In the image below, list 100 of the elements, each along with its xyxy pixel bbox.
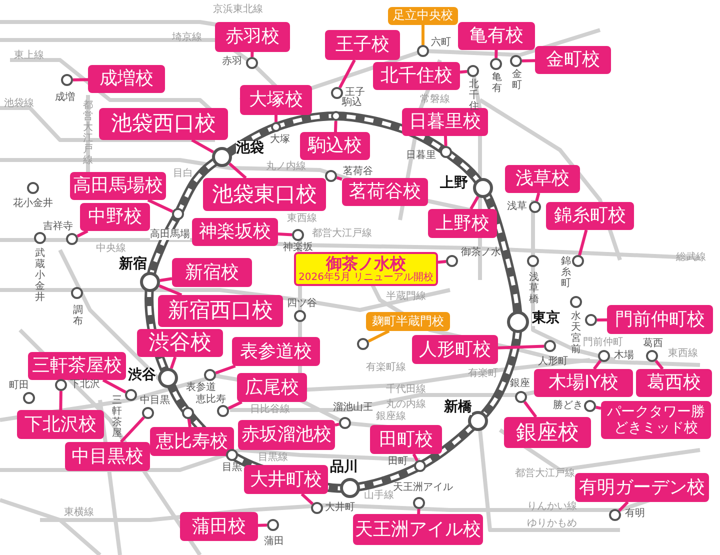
line-name: 東横線 <box>64 507 94 518</box>
station-name: 茗荷谷 <box>343 166 373 177</box>
line-name: 有楽町 <box>468 368 498 379</box>
station-name: 下北沢 <box>70 379 100 390</box>
major-station-marker <box>507 311 529 333</box>
station-name: 調布 <box>73 305 83 327</box>
school-label: 表参道校 <box>232 337 320 366</box>
school-label: 葛西校 <box>636 369 712 397</box>
line-name: 丸の内線 <box>386 399 426 410</box>
station-marker <box>217 405 229 417</box>
station-name: 三軒茶屋 <box>112 395 122 439</box>
station-marker <box>246 57 258 69</box>
school-label: 上野校 <box>428 209 497 238</box>
station-name: 亀有 <box>492 72 502 94</box>
school-label: 蒲田校 <box>180 512 258 541</box>
station-name: 新宿 <box>119 257 147 272</box>
station-marker <box>570 296 582 308</box>
station-marker <box>66 233 78 245</box>
station-marker <box>646 350 658 362</box>
school-label: 大塚校 <box>240 85 312 115</box>
line-name: 都営大江戸線 <box>83 100 93 166</box>
station-name: 木場 <box>614 350 634 361</box>
station-marker <box>544 340 556 352</box>
school-label: 渋谷校 <box>137 329 223 357</box>
school-label: 有明ガーデン校 <box>575 473 709 502</box>
station-marker <box>413 497 425 509</box>
line-name: 東西線 <box>287 213 317 224</box>
line-name: 目白 <box>173 168 193 179</box>
station-name: 渋谷 <box>128 368 156 384</box>
line-name: 有楽町線 <box>366 362 406 373</box>
station-marker <box>572 255 584 267</box>
school-label: 神楽坂校 <box>192 218 278 246</box>
station-name: 浅草橋 <box>529 272 539 305</box>
school-label: 錦糸町校 <box>546 202 634 230</box>
station-name: 神楽坂 <box>283 242 313 253</box>
line-name: 半蔵門線 <box>386 291 426 302</box>
station-marker <box>529 201 541 213</box>
line-name: 都営大江戸線 <box>515 468 575 479</box>
station-name: 王子 <box>345 87 365 98</box>
station-marker <box>292 229 304 241</box>
line-name: 都営大江戸線 <box>312 228 372 239</box>
line-name: 池袋線 <box>4 98 34 109</box>
school-label: 田町校 <box>370 425 442 454</box>
station-name: 水天宮前 <box>571 311 581 355</box>
station-marker <box>294 310 306 322</box>
station-name: 大井町 <box>325 502 355 513</box>
line-name: 門前仲町 <box>583 337 623 348</box>
school-label: 御茶ノ水校 2026年5月 リニューアル開校 <box>294 252 438 286</box>
station-name: 品川 <box>330 460 358 476</box>
station-name: 日暮里 <box>406 150 436 161</box>
school-label: 足立中央校 <box>388 7 458 25</box>
station-name: 錦糸町 <box>561 256 571 289</box>
station-name: 新橋 <box>444 400 472 416</box>
line-name: 常磐線 <box>420 94 450 105</box>
line-name: 高田馬場 <box>150 229 190 240</box>
station-name: 天王洲アイル <box>393 482 453 493</box>
station-marker <box>142 407 154 419</box>
station-name: 六町 <box>431 37 451 48</box>
school-label: 駒込校 <box>300 132 370 160</box>
station-marker <box>27 182 39 194</box>
station-marker <box>325 170 337 182</box>
station-marker <box>172 208 184 220</box>
station-marker <box>71 287 83 299</box>
school-label: 池袋東口校 <box>203 178 326 211</box>
station-name: 武蔵小金井 <box>35 248 45 303</box>
station-name: 恵比寿 <box>196 394 226 405</box>
school-label: 新宿校 <box>172 258 252 287</box>
station-marker <box>55 379 67 391</box>
station-marker <box>598 350 610 362</box>
station-name: 駒込 <box>342 97 362 108</box>
station-name: 中目黒 <box>140 395 170 406</box>
station-name: 蒲田 <box>264 536 284 547</box>
major-station-marker <box>473 178 493 198</box>
school-label: 下北沢校 <box>17 410 104 439</box>
station-marker <box>61 74 73 86</box>
school-label: 高田馬場校 <box>70 172 166 200</box>
station-marker <box>125 389 137 401</box>
school-label: 恵比寿校 <box>150 427 234 456</box>
station-marker <box>417 45 429 57</box>
line-name: 丸ノ内線 <box>266 161 306 172</box>
station-marker <box>527 255 539 267</box>
school-label: 広尾校 <box>237 373 307 402</box>
station-marker <box>357 338 369 350</box>
station-marker <box>467 65 479 77</box>
line-name: 総武線 <box>676 252 706 263</box>
school-label: 麹町半蔵門校 <box>366 312 450 331</box>
station-name: 勝どき <box>553 400 583 411</box>
station-marker <box>311 502 323 514</box>
station-marker <box>331 87 343 99</box>
line-name: 山手線 <box>364 490 394 501</box>
line-name: 京浜東北線 <box>213 4 263 15</box>
station-name: 人形町 <box>538 356 568 367</box>
station-name: 浅草 <box>507 201 527 212</box>
school-label: 木場IY校 <box>534 369 633 397</box>
school-label: 金町校 <box>535 46 611 74</box>
school-label: 浅草校 <box>505 165 580 193</box>
major-station-marker <box>340 478 360 498</box>
school-label: パークタワー勝どきミッド校 <box>601 401 711 439</box>
school-label: 人形町校 <box>412 335 498 364</box>
school-label: 成増校 <box>88 65 165 93</box>
